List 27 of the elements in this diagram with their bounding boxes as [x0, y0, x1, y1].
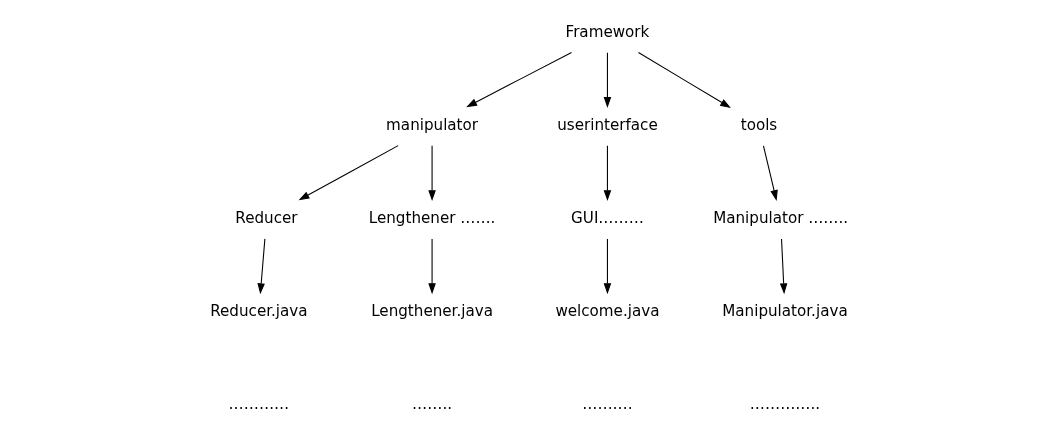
arrow [257, 237, 266, 294]
node-text: userinterface [557, 115, 658, 134]
node-text: tools [740, 115, 778, 134]
arrow [298, 144, 399, 200]
arrow [466, 51, 573, 107]
arrow [779, 237, 788, 294]
arrow [428, 237, 436, 294]
node-text: Lengthener ……. [368, 208, 496, 227]
node-text: welcome.java [555, 301, 660, 320]
label: ………… [228, 394, 290, 413]
node-text: Reducer [235, 208, 298, 227]
node-text: Manipulator …….. [713, 208, 849, 227]
node-text: GUI……… [571, 208, 644, 227]
arrow [603, 237, 612, 294]
arrow [603, 144, 612, 201]
arrow [637, 51, 731, 108]
node-text: Reducer.java [210, 301, 308, 320]
label: ………….. [749, 394, 821, 413]
arrow [428, 144, 436, 201]
node-text: Framework [565, 22, 650, 41]
node-text: Manipulator.java [722, 301, 848, 320]
node-text: manipulator [386, 115, 479, 134]
node-text: Lengthener.java [371, 301, 493, 320]
arrow [603, 51, 612, 108]
arrow [762, 144, 778, 201]
label: ………. [582, 394, 633, 413]
label: …….. [412, 394, 453, 413]
